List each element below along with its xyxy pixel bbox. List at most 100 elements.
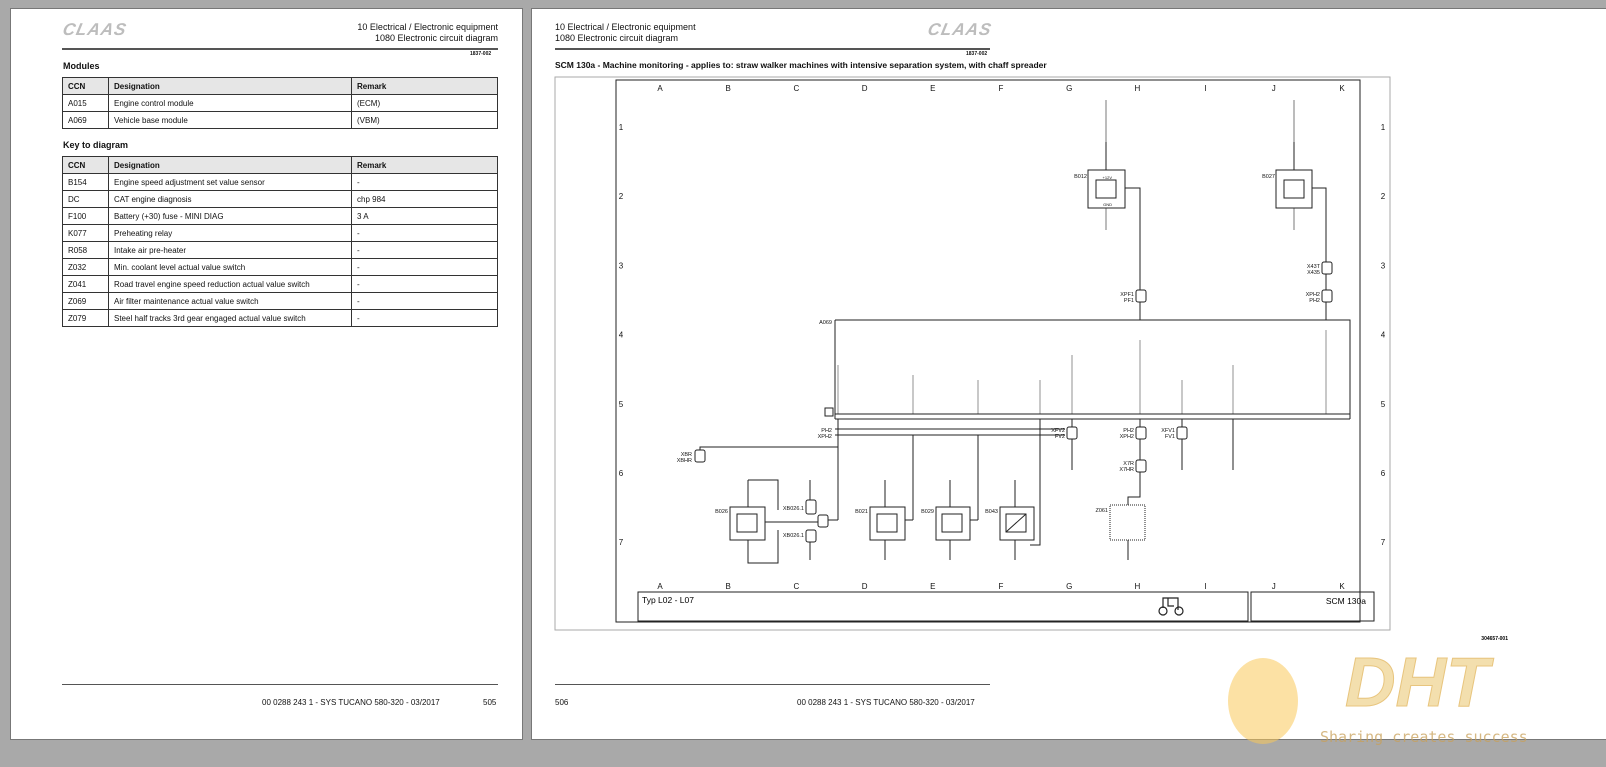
- switch-z061: [1109, 504, 1146, 541]
- header-line2: 1080 Electronic circuit diagram: [555, 33, 679, 43]
- column-label: K: [1339, 582, 1345, 591]
- row-label: 6: [619, 469, 624, 478]
- row-label: 3: [1381, 261, 1386, 270]
- label-xph2: XPH2: [818, 434, 832, 440]
- page-number: 505: [483, 698, 497, 707]
- row-label: 7: [619, 538, 624, 547]
- column-label: H: [1135, 582, 1141, 591]
- row-label: 5: [1381, 400, 1386, 409]
- header-line1: 10 Electrical / Electronic equipment: [555, 22, 696, 32]
- diagram-title: SCM 130a - Machine monitoring - applies …: [555, 60, 1047, 70]
- label-xfv2: XFV2: [1051, 428, 1065, 434]
- tractor-icon: [1158, 597, 1184, 616]
- column-label: K: [1339, 84, 1345, 93]
- ref-number: 1837-002: [966, 51, 988, 57]
- column-label: B: [726, 84, 731, 93]
- key-heading: Key to diagram: [63, 140, 129, 150]
- column-label: D: [862, 84, 868, 93]
- label-xb026-1: XB026.1: [783, 506, 804, 512]
- label-b027: B027: [1262, 174, 1275, 180]
- column-label: J: [1272, 84, 1276, 93]
- right-page: [531, 8, 1606, 740]
- column-label: J: [1272, 582, 1276, 591]
- row-label: 6: [1381, 469, 1386, 478]
- type-label: Typ L02 - L07: [642, 595, 694, 605]
- label-x435: X435: [1307, 270, 1320, 276]
- label-fv1: FV1: [1165, 434, 1175, 440]
- row-label: 5: [619, 400, 624, 409]
- row-label: 3: [619, 261, 624, 270]
- modules-heading: Modules: [63, 61, 100, 71]
- label-pf1: PF1: [1124, 298, 1134, 304]
- scm-box: [1250, 591, 1375, 622]
- label-xph2b: XPH2: [1120, 434, 1134, 440]
- column-label: G: [1066, 582, 1072, 591]
- diagram-inner-frame: [615, 79, 1361, 623]
- column-label: A: [657, 84, 663, 93]
- label-xpf1: XPF1: [1120, 292, 1134, 298]
- label-ph2: PH2: [821, 428, 832, 434]
- column-label: E: [930, 582, 935, 591]
- sensor-b027: [1275, 169, 1313, 209]
- label-x7r: X7R: [1123, 461, 1134, 467]
- cell-ccn: Z079: [62, 309, 109, 327]
- column-label: G: [1066, 84, 1072, 93]
- column-label: I: [1204, 84, 1206, 93]
- components: [694, 169, 1333, 543]
- column-label: C: [794, 84, 800, 93]
- row-label: 7: [1381, 538, 1386, 547]
- footer-divider: [62, 684, 498, 685]
- header: 10 Electrical / Electronic equipment 108…: [555, 22, 696, 44]
- drawing-ref: 304657-001: [1481, 636, 1508, 642]
- label-b029: B029: [921, 509, 934, 515]
- footer-doc: 00 0288 243 1 - SYS TUCANO 580-320 - 03/…: [797, 698, 975, 707]
- page-number: 506: [555, 698, 569, 707]
- wires: [699, 100, 1351, 564]
- footer-doc: 00 0288 243 1 - SYS TUCANO 580-320 - 03/…: [262, 698, 440, 707]
- header-divider: [62, 48, 498, 50]
- scm-label: SCM 130a: [1326, 596, 1366, 606]
- ref-number: 1837-002: [470, 51, 492, 57]
- label-b012: B012: [1074, 174, 1087, 180]
- row-label: 1: [1381, 123, 1386, 132]
- label-fv2: FV2: [1055, 434, 1065, 440]
- column-label: I: [1204, 582, 1206, 591]
- label-b026: B026: [715, 509, 728, 515]
- row-label: 2: [1381, 192, 1386, 201]
- header-line1: 10 Electrical / Electronic equipment: [357, 22, 498, 32]
- col-ccn: CCN: [62, 156, 109, 174]
- column-label: F: [999, 84, 1004, 93]
- watermark-arrow-icon: [1228, 658, 1298, 744]
- left-page: [10, 8, 523, 740]
- footer-divider: [555, 684, 990, 685]
- label-ph2: PH2: [1309, 298, 1320, 304]
- watermark-slogan: Sharing creates success: [1320, 728, 1528, 746]
- diagram-outer-frame: [554, 76, 1391, 631]
- cell-remark: -: [351, 309, 498, 327]
- label-xph2: XPH2: [1306, 292, 1320, 298]
- label-b043: B043: [985, 509, 998, 515]
- type-box: [637, 591, 1249, 622]
- column-label: D: [862, 582, 868, 591]
- col-designation: Designation: [108, 156, 352, 174]
- header-line2: 1080 Electronic circuit diagram: [374, 33, 498, 43]
- col-remark: Remark: [351, 77, 498, 95]
- label-xb026-1b: XB026.1: [783, 533, 804, 539]
- label-xbhr: XBHR: [677, 458, 692, 464]
- column-label: C: [794, 582, 800, 591]
- label-12v: +12V: [1103, 175, 1113, 180]
- label-x7hr: X7HR: [1119, 467, 1134, 473]
- column-label: B: [726, 582, 731, 591]
